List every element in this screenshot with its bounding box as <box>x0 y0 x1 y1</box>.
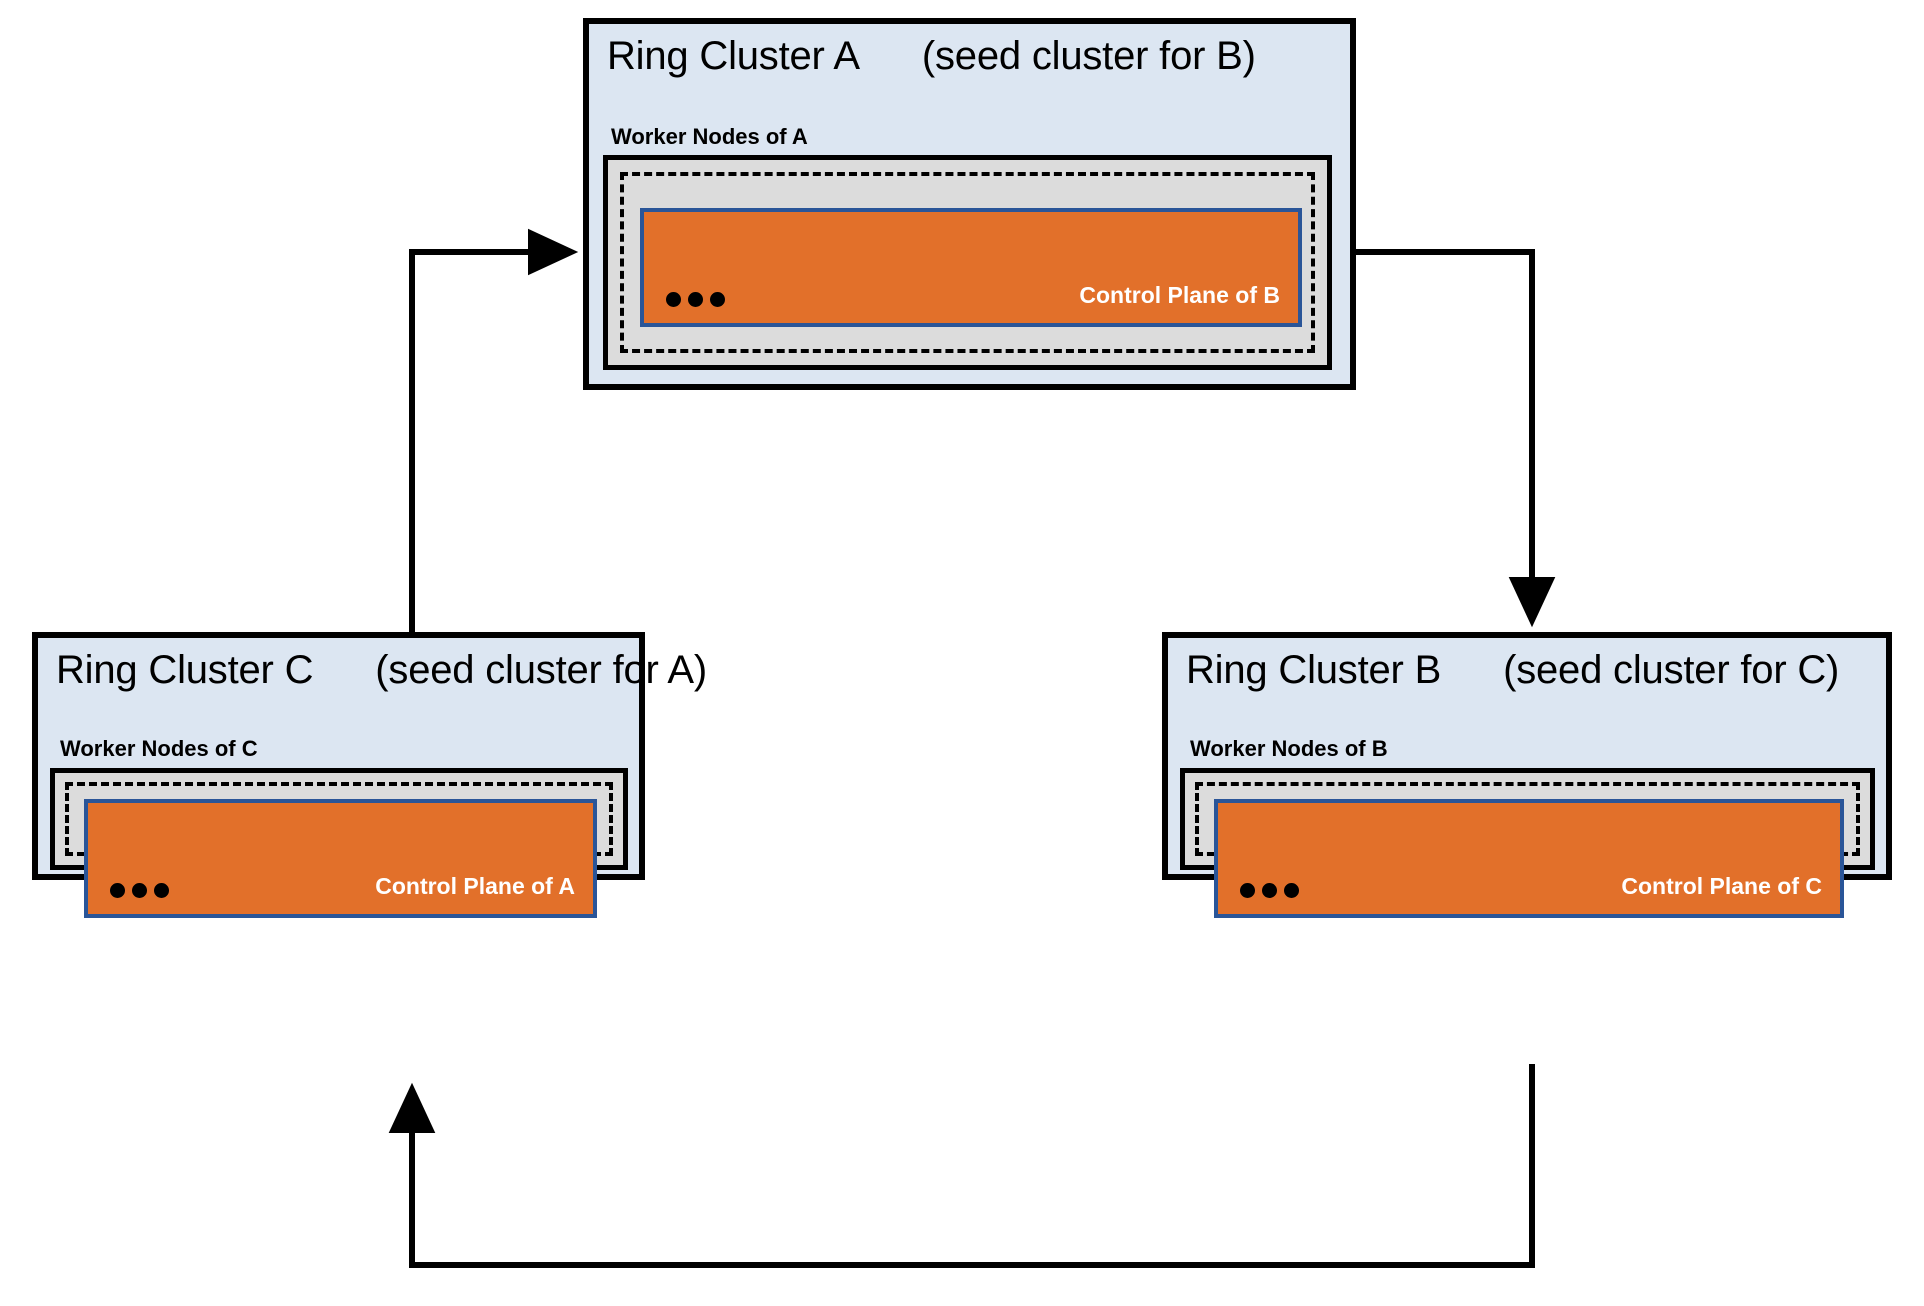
cluster-b-worker-label: Worker Nodes of B <box>1190 736 1388 761</box>
cluster-a-worker-box: Control Plane of B <box>603 155 1332 370</box>
cluster-b-worker-box: Control Plane of C <box>1180 768 1875 918</box>
cluster-a-worker-label: Worker Nodes of A <box>611 124 808 149</box>
cluster-c-subtitle: (seed cluster for A) <box>375 648 707 692</box>
cluster-c-header: Ring Cluster C (seed cluster for A) <box>56 648 707 693</box>
cluster-b[interactable]: Ring Cluster B (seed cluster for C) Work… <box>1162 632 1892 918</box>
cluster-a-subtitle: (seed cluster for B) <box>921 34 1256 78</box>
cluster-a-control-plane[interactable]: Control Plane of B <box>640 208 1302 327</box>
cluster-c-control-plane-label: Control Plane of A <box>375 873 575 899</box>
cluster-c[interactable]: Ring Cluster C (seed cluster for A) Work… <box>32 632 707 918</box>
cluster-b-control-plane[interactable]: Control Plane of C <box>1214 799 1844 918</box>
cluster-c-control-plane[interactable]: Control Plane of A <box>84 799 597 918</box>
cluster-c-title: Ring Cluster C <box>56 648 314 692</box>
cluster-b-ellipsis-icon <box>1240 883 1299 898</box>
cluster-a-title: Ring Cluster A <box>607 34 860 78</box>
cluster-b-header: Ring Cluster B (seed cluster for C) <box>1186 648 1876 693</box>
arrow-a-to-b <box>1356 249 1556 628</box>
cluster-c-worker-label: Worker Nodes of C <box>60 736 258 761</box>
cluster-a-header: Ring Cluster A (seed cluster for B) <box>607 34 1340 79</box>
cluster-b-title: Ring Cluster B <box>1186 648 1442 692</box>
cluster-c-worker-box: Control Plane of A <box>50 768 628 918</box>
cluster-a-control-plane-label: Control Plane of B <box>1079 282 1280 308</box>
cluster-c-ellipsis-icon <box>110 883 169 898</box>
cluster-b-control-plane-label: Control Plane of C <box>1621 873 1822 899</box>
arrow-c-to-a <box>409 228 579 640</box>
cluster-a[interactable]: Ring Cluster A (seed cluster for B) Work… <box>583 18 1356 390</box>
arrow-b-to-c <box>388 1064 1535 1268</box>
cluster-a-ellipsis-icon <box>666 292 725 307</box>
cluster-a-dashed-boundary <box>620 172 1315 353</box>
cluster-b-subtitle: (seed cluster for C) <box>1503 648 1840 692</box>
